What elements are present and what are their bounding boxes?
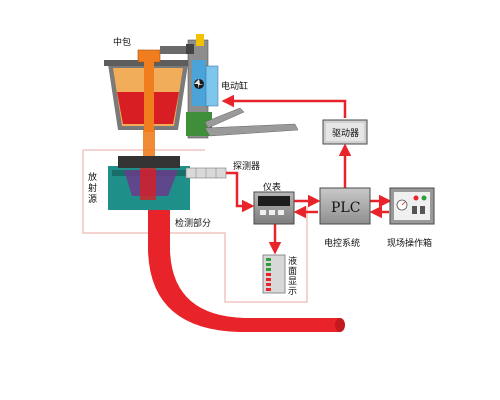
steel-strand [148,205,340,332]
label-driver: 驱动器 [332,128,359,139]
plc-box [319,187,371,225]
label-source-3: 源 [88,194,97,205]
label-level-3: 显 [288,276,297,287]
signal-lines [221,94,392,255]
electric-cylinder [160,34,299,139]
label-level-2: 面 [288,266,297,277]
label-level-4: 示 [288,287,297,297]
label-detector: 探测器 [233,160,260,172]
label-level-1: 液 [288,255,297,267]
label-plc-system: 电控系统 [324,237,360,249]
meter-box [253,191,295,225]
label-source-2: 射 [88,182,97,194]
label-cylinder: 电动缸 [221,80,248,92]
strand-end [335,318,345,332]
detector [185,167,227,179]
label-source-1: 放 [88,171,97,183]
indicator-lamp-icon [413,195,419,201]
label-field-box: 现场操作箱 [387,237,432,249]
label-plc: PLC [331,200,360,216]
label-detect-part: 检测部分 [175,217,211,229]
field-box [389,187,435,225]
label-tundish: 中包 [113,36,131,48]
fan-icon [194,79,204,89]
driver-box [322,119,368,145]
level-display [262,254,286,294]
label-meter: 仪表 [263,181,281,193]
tundish [104,49,192,160]
mold [108,156,190,210]
